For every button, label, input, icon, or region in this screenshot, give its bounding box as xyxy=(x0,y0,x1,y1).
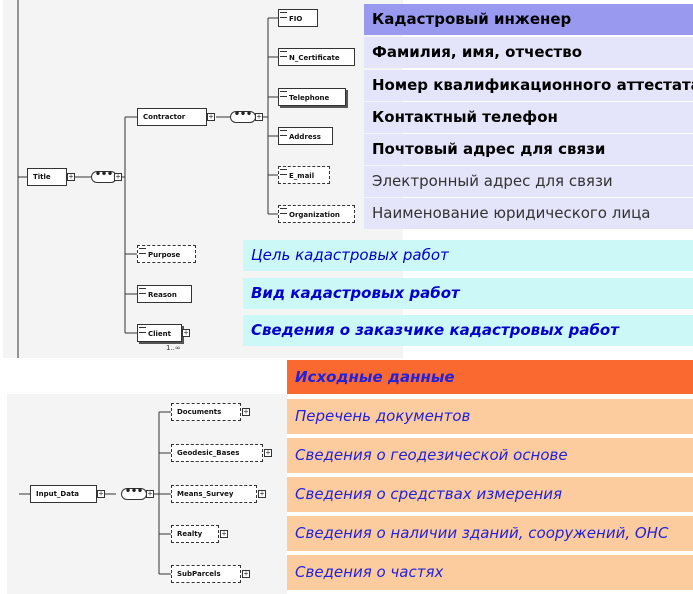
label-subparcels: Сведения о частях xyxy=(287,555,693,590)
client-multiplicity: 1..∞ xyxy=(166,344,181,352)
label-cadastral-engineer: Кадастровый инженер xyxy=(364,4,693,35)
label-purpose: Цель кадастровых работ xyxy=(243,240,693,271)
means-survey-node: Means_Survey xyxy=(171,485,257,503)
label-certificate-number: Номер квалификационного аттестата xyxy=(364,70,693,101)
address-node: Address xyxy=(278,127,333,145)
label-input-data: Исходные данные xyxy=(287,360,693,394)
realty-expand-icon[interactable]: + xyxy=(220,529,228,538)
fio-node: FIO xyxy=(278,9,318,27)
contractor-node: Contractor xyxy=(137,108,207,126)
label-reason: Вид кадастровых работ xyxy=(243,278,693,309)
element-icon xyxy=(280,12,287,18)
label-documents: Перечень документов xyxy=(287,399,693,434)
documents-node: Documents xyxy=(171,403,241,421)
element-icon xyxy=(280,51,287,57)
contractor-sequence-expand-icon[interactable]: + xyxy=(255,112,263,121)
title-expand-icon[interactable]: + xyxy=(67,172,75,181)
title-label-table: Цель кадастровых работ Вид кадастровых р… xyxy=(243,240,693,351)
input-label-table: Исходные данные Перечень документов Свед… xyxy=(287,358,693,594)
title-sequence-expand-icon[interactable]: + xyxy=(114,172,122,181)
client-expand-icon[interactable]: + xyxy=(182,328,190,337)
subparcels-node: SubParcels xyxy=(171,565,241,583)
means-survey-expand-icon[interactable]: + xyxy=(258,489,266,498)
label-realty: Сведения о наличии зданий, сооружений, О… xyxy=(287,516,693,551)
element-icon xyxy=(139,327,146,333)
reason-node: Reason xyxy=(137,285,192,303)
organization-node: Organization xyxy=(278,205,355,223)
input-data-expand-icon[interactable]: + xyxy=(97,489,105,498)
label-full-name: Фамилия, имя, отчество xyxy=(364,37,693,68)
element-icon xyxy=(280,208,287,214)
label-means-survey: Сведения о средствах измерения xyxy=(287,477,693,512)
subparcels-expand-icon[interactable]: + xyxy=(242,569,250,578)
purpose-node: Purpose xyxy=(137,245,196,263)
title-sequence-icon: ••• xyxy=(91,170,117,183)
contractor-sequence-icon: ••• xyxy=(230,110,256,123)
geodesic-bases-node: Geodesic_Bases xyxy=(171,444,263,462)
label-geodesic-bases: Сведения о геодезической основе xyxy=(287,438,693,473)
input-data-sequence-icon: ••• xyxy=(121,487,147,500)
input-data-sequence-expand-icon[interactable]: + xyxy=(146,489,154,498)
label-email-address: Электронный адрес для связи xyxy=(364,166,693,197)
label-client: Сведения о заказчике кадастровых работ xyxy=(243,315,693,346)
element-icon xyxy=(139,288,146,294)
client-node: Client xyxy=(137,324,182,342)
element-icon xyxy=(280,130,287,136)
input-data-node: Input_Data xyxy=(30,485,97,503)
element-icon xyxy=(139,248,146,254)
element-icon xyxy=(280,169,287,175)
contractor-expand-icon[interactable]: + xyxy=(207,112,215,121)
documents-expand-icon[interactable]: + xyxy=(242,407,250,416)
n-certificate-node: N_Certificate xyxy=(278,48,355,66)
geodesic-bases-expand-icon[interactable]: + xyxy=(264,448,272,457)
label-postal-address: Почтовый адрес для связи xyxy=(364,134,693,165)
e-mail-node: E_mail xyxy=(278,166,330,184)
label-contact-phone: Контактный телефон xyxy=(364,102,693,133)
realty-node: Realty xyxy=(171,525,219,543)
contractor-label-table: Кадастровый инженер Фамилия, имя, отчест… xyxy=(364,4,693,232)
label-legal-entity: Наименование юридического лица xyxy=(364,198,693,229)
title-node: Title xyxy=(27,168,67,186)
element-icon xyxy=(280,91,287,97)
telephone-node: Telephone xyxy=(278,88,346,106)
